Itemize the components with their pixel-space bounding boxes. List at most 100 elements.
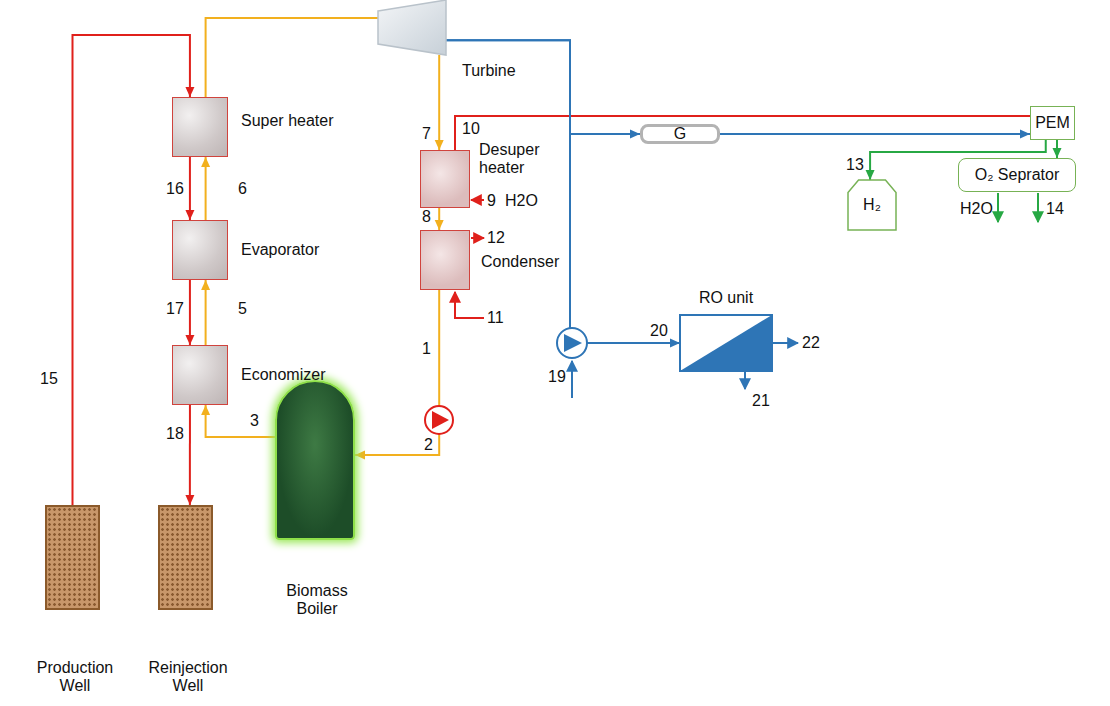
- generator-box: G: [640, 124, 720, 144]
- callout-number: 12: [487, 229, 505, 247]
- callout-number: 13: [846, 156, 864, 174]
- flow-path: [720, 133, 1030, 135]
- flow-line: [1053, 140, 1062, 158]
- callout-number: 6: [238, 180, 247, 198]
- callout-number: 21: [752, 392, 770, 410]
- arrow-head: [1053, 148, 1062, 158]
- ro-unit: RO unit: [680, 315, 772, 371]
- callout-number: 1: [422, 340, 431, 358]
- arrow-head: [435, 220, 444, 230]
- flow-path: [355, 290, 439, 455]
- node-label: Turbine: [462, 62, 542, 80]
- node-label: O₂ Seprator: [975, 166, 1059, 184]
- feed-water-19: [572, 361, 573, 398]
- node-label: Super heater: [241, 112, 351, 130]
- node-label: PEM: [1035, 114, 1070, 132]
- flow-line: [185, 405, 194, 505]
- node-label: H₂: [863, 196, 881, 214]
- callout-number: 22: [802, 334, 820, 352]
- callout-number: 18: [166, 425, 184, 443]
- arrow-head: [435, 140, 444, 150]
- node-label: Biomass Boiler: [277, 582, 357, 618]
- callout-number: H2O: [960, 200, 993, 218]
- callout-number: 3: [250, 412, 259, 430]
- callout-number: 10: [462, 120, 480, 138]
- water-inlet-9: [471, 200, 484, 201]
- flow-line: [206, 18, 378, 97]
- arrow-head: [201, 157, 210, 167]
- arrow-head: [201, 280, 210, 290]
- callout-number: 11: [487, 309, 504, 327]
- flow-path: [446, 40, 640, 134]
- callout-number: 15: [40, 370, 58, 388]
- electrolyzer-box: PEM: [1030, 106, 1075, 140]
- flow-path: [455, 116, 1030, 150]
- arrow-head: [185, 210, 194, 220]
- arrow-head: [185, 87, 194, 97]
- node-label: G: [674, 125, 686, 143]
- callout-number: 5: [238, 300, 247, 318]
- flow-line: [446, 40, 680, 347]
- brine-21: [745, 372, 746, 389]
- callout-number: 8: [422, 208, 431, 226]
- hydrogen-tank: H₂: [848, 180, 896, 230]
- flow-line: [201, 280, 210, 345]
- node-label: Desuper heater: [479, 141, 554, 177]
- flow-line: [435, 55, 444, 150]
- heat-exchanger: Condenser: [420, 230, 470, 290]
- flow-line: [355, 290, 439, 460]
- separator-box: O₂ Seprator: [958, 158, 1076, 192]
- node-label: Evaporator: [241, 241, 351, 259]
- arrow-head: [185, 335, 194, 345]
- flow-path: [189, 405, 191, 505]
- flow-path: [446, 40, 680, 343]
- heat-exchanger: Super heater: [172, 97, 228, 157]
- flow-line: [455, 116, 1030, 150]
- callout-number: 9: [487, 192, 496, 210]
- flow-line: [446, 40, 640, 138]
- flow-line: [185, 280, 194, 345]
- flow-path: [438, 55, 440, 150]
- flow-line: [720, 129, 1030, 138]
- arrow-head: [1020, 129, 1030, 138]
- flow-line: [201, 405, 275, 437]
- o2-outlets: [998, 193, 1038, 222]
- node-label: Production Well: [25, 659, 125, 695]
- node-label: Reinjection Well: [138, 659, 238, 695]
- node-label: Condenser: [481, 253, 581, 271]
- callout-number: 14: [1046, 200, 1064, 218]
- arrow-head: [630, 130, 640, 139]
- callout-number: 17: [166, 300, 184, 318]
- well: Production Well: [45, 505, 100, 610]
- pump-symbol: [425, 406, 453, 434]
- node-label: Economizer: [241, 366, 351, 384]
- callout-number: H2O: [505, 192, 538, 210]
- heat-exchanger: Economizer: [172, 345, 228, 405]
- arrow-head: [185, 495, 194, 505]
- callout-number: 7: [422, 125, 431, 143]
- flow-path: [206, 405, 275, 437]
- cooling-outlet-12: [471, 238, 484, 239]
- cooling-inlet-11: [455, 292, 484, 318]
- arrow-head: [670, 339, 680, 348]
- arrow-head: [201, 405, 210, 415]
- arrow-head: [866, 170, 875, 180]
- callout-number: 16: [166, 180, 184, 198]
- pump-symbol: [557, 328, 587, 358]
- boiler: Biomass Boiler: [275, 380, 355, 540]
- flow-line: [201, 157, 210, 220]
- callout-number: 2: [424, 436, 433, 454]
- arrow-head: [355, 451, 365, 460]
- node-label: RO unit: [680, 289, 772, 307]
- turbine: Turbine: [378, 0, 446, 55]
- well: Reinjection Well: [158, 505, 213, 610]
- heat-exchanger: Evaporator: [172, 220, 228, 280]
- flow-line: [435, 208, 444, 230]
- flow-line: [185, 157, 194, 220]
- callout-number: 19: [548, 368, 566, 386]
- heat-exchanger: Desuper heater: [420, 150, 470, 208]
- fresh-water-22: [773, 343, 798, 344]
- flow-path: [206, 18, 378, 97]
- callout-number: 20: [650, 322, 668, 340]
